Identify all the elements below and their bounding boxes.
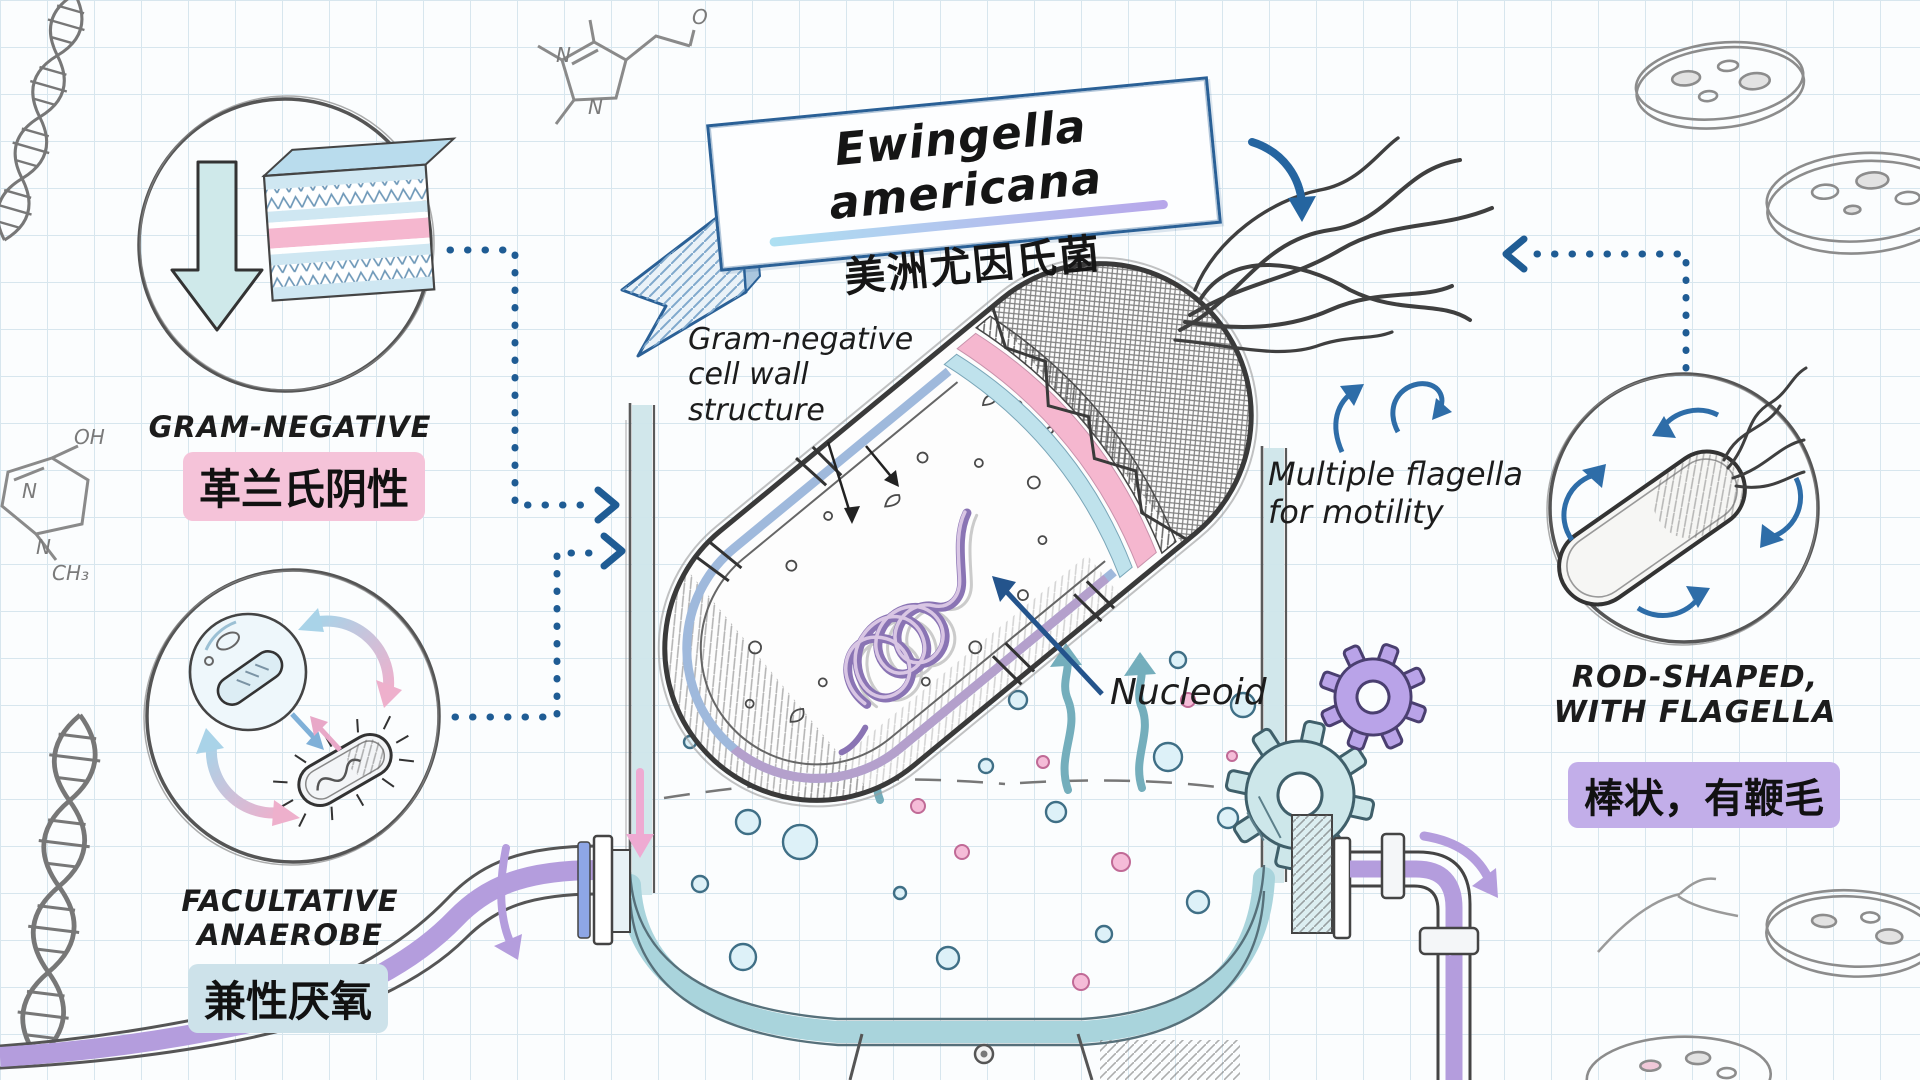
flow-direction-arrow [497, 844, 516, 950]
atom-label: CH₃ [52, 561, 89, 585]
motility-line2: for motility [1268, 492, 1444, 531]
membrane-layers-icon [261, 137, 457, 302]
cell-wall-pointer [865, 445, 895, 481]
facultative-anaerobe-label-zh: 兼性厌氧 [188, 964, 389, 1033]
cell-wall-callout: Gram-negative cell wall structure [688, 322, 913, 428]
atom-label: OH [74, 425, 105, 449]
rod-shaped-label: ROD-SHAPED, WITH FLAGELLA [1545, 660, 1845, 731]
gram-negative-circle [137, 95, 457, 393]
oxygen-bubble-cell [188, 612, 308, 732]
twig-sketch-icon [1597, 877, 1739, 953]
outlet-pipe [1291, 814, 1498, 1080]
purple-fluid [1350, 860, 1463, 1080]
cell-wall-line1: Gram-negative [688, 322, 914, 357]
facultative-anaerobe-circle [143, 568, 441, 866]
bacterium-cutaway [602, 201, 1314, 863]
nucleoid-coil [838, 508, 979, 756]
rotation-arrows [1561, 407, 1804, 619]
atom-label: O [692, 5, 708, 29]
facultative-anaerobe-label: FACULTATIVE ANAEROBE [140, 884, 440, 952]
membrane-blue-band [943, 353, 1133, 579]
peptidoglycan-pink-layer [267, 217, 431, 249]
petri-dish-icon [1765, 151, 1920, 255]
motility-spiral-arrow [1390, 381, 1445, 434]
motility-callout: Multiple flagella for motility [1268, 455, 1523, 532]
facultative-line2: ANAEROBE [197, 918, 383, 953]
anaerobic-cell [273, 715, 415, 827]
rod-shaped-line2: WITH FLAGELLA [1553, 695, 1837, 731]
facultative-line1: FACULTATIVE [181, 884, 399, 918]
vessel-bowl [619, 867, 1275, 1043]
vessel-pedestal [848, 1033, 1240, 1080]
callout-arrows [826, 138, 1452, 696]
gram-negative-label-zh: 革兰氏阴性 [183, 452, 426, 521]
rod-flagella [1722, 366, 1808, 489]
nucleoid-pointer [1002, 587, 1104, 696]
dna-helix-icon [17, 713, 101, 1060]
rod-shaped-label-zh: 棒状，有鞭毛 [1568, 762, 1840, 828]
flow-direction-arrow [1419, 831, 1495, 887]
rod-shaped-line1: ROD-SHAPED, [1571, 660, 1819, 695]
flagella [1173, 136, 1494, 354]
rod-bacterium [1557, 449, 1747, 607]
title-arrow [1248, 138, 1306, 208]
atom-label: N [588, 95, 603, 119]
cell-wall-line3: structure [688, 392, 825, 428]
cycle-arrows [196, 608, 402, 826]
atom-label: N [36, 535, 51, 559]
rod-shaped-circle [1546, 366, 1820, 646]
down-arrow-icon [170, 160, 264, 332]
gear-icon [1319, 643, 1427, 751]
dna-helix-icon [0, 0, 85, 242]
nucleoid-callout: Nucleoid [1110, 672, 1267, 713]
atom-label: N [22, 479, 37, 503]
membrane-pink-band [956, 332, 1157, 569]
motility-line1: Multiple flagella [1268, 455, 1523, 493]
molecule-sketch-icon: OH N N CH₃ [0, 425, 105, 585]
petri-dish-icon [1634, 40, 1806, 130]
cell-wall-pointer [826, 441, 853, 517]
torn-edge [991, 306, 1189, 542]
petri-dish-icon [1765, 888, 1920, 978]
gram-negative-label: GRAM-NEGATIVE [148, 410, 432, 444]
molecule-sketch-icon: N N O [537, 5, 708, 125]
petri-dish-icon [1585, 1035, 1773, 1080]
dashed-arrowheads [594, 235, 1528, 570]
cell-wall-line2: cell wall [688, 357, 809, 393]
dashed-connectors [446, 246, 1690, 721]
atom-label: N [556, 43, 571, 67]
